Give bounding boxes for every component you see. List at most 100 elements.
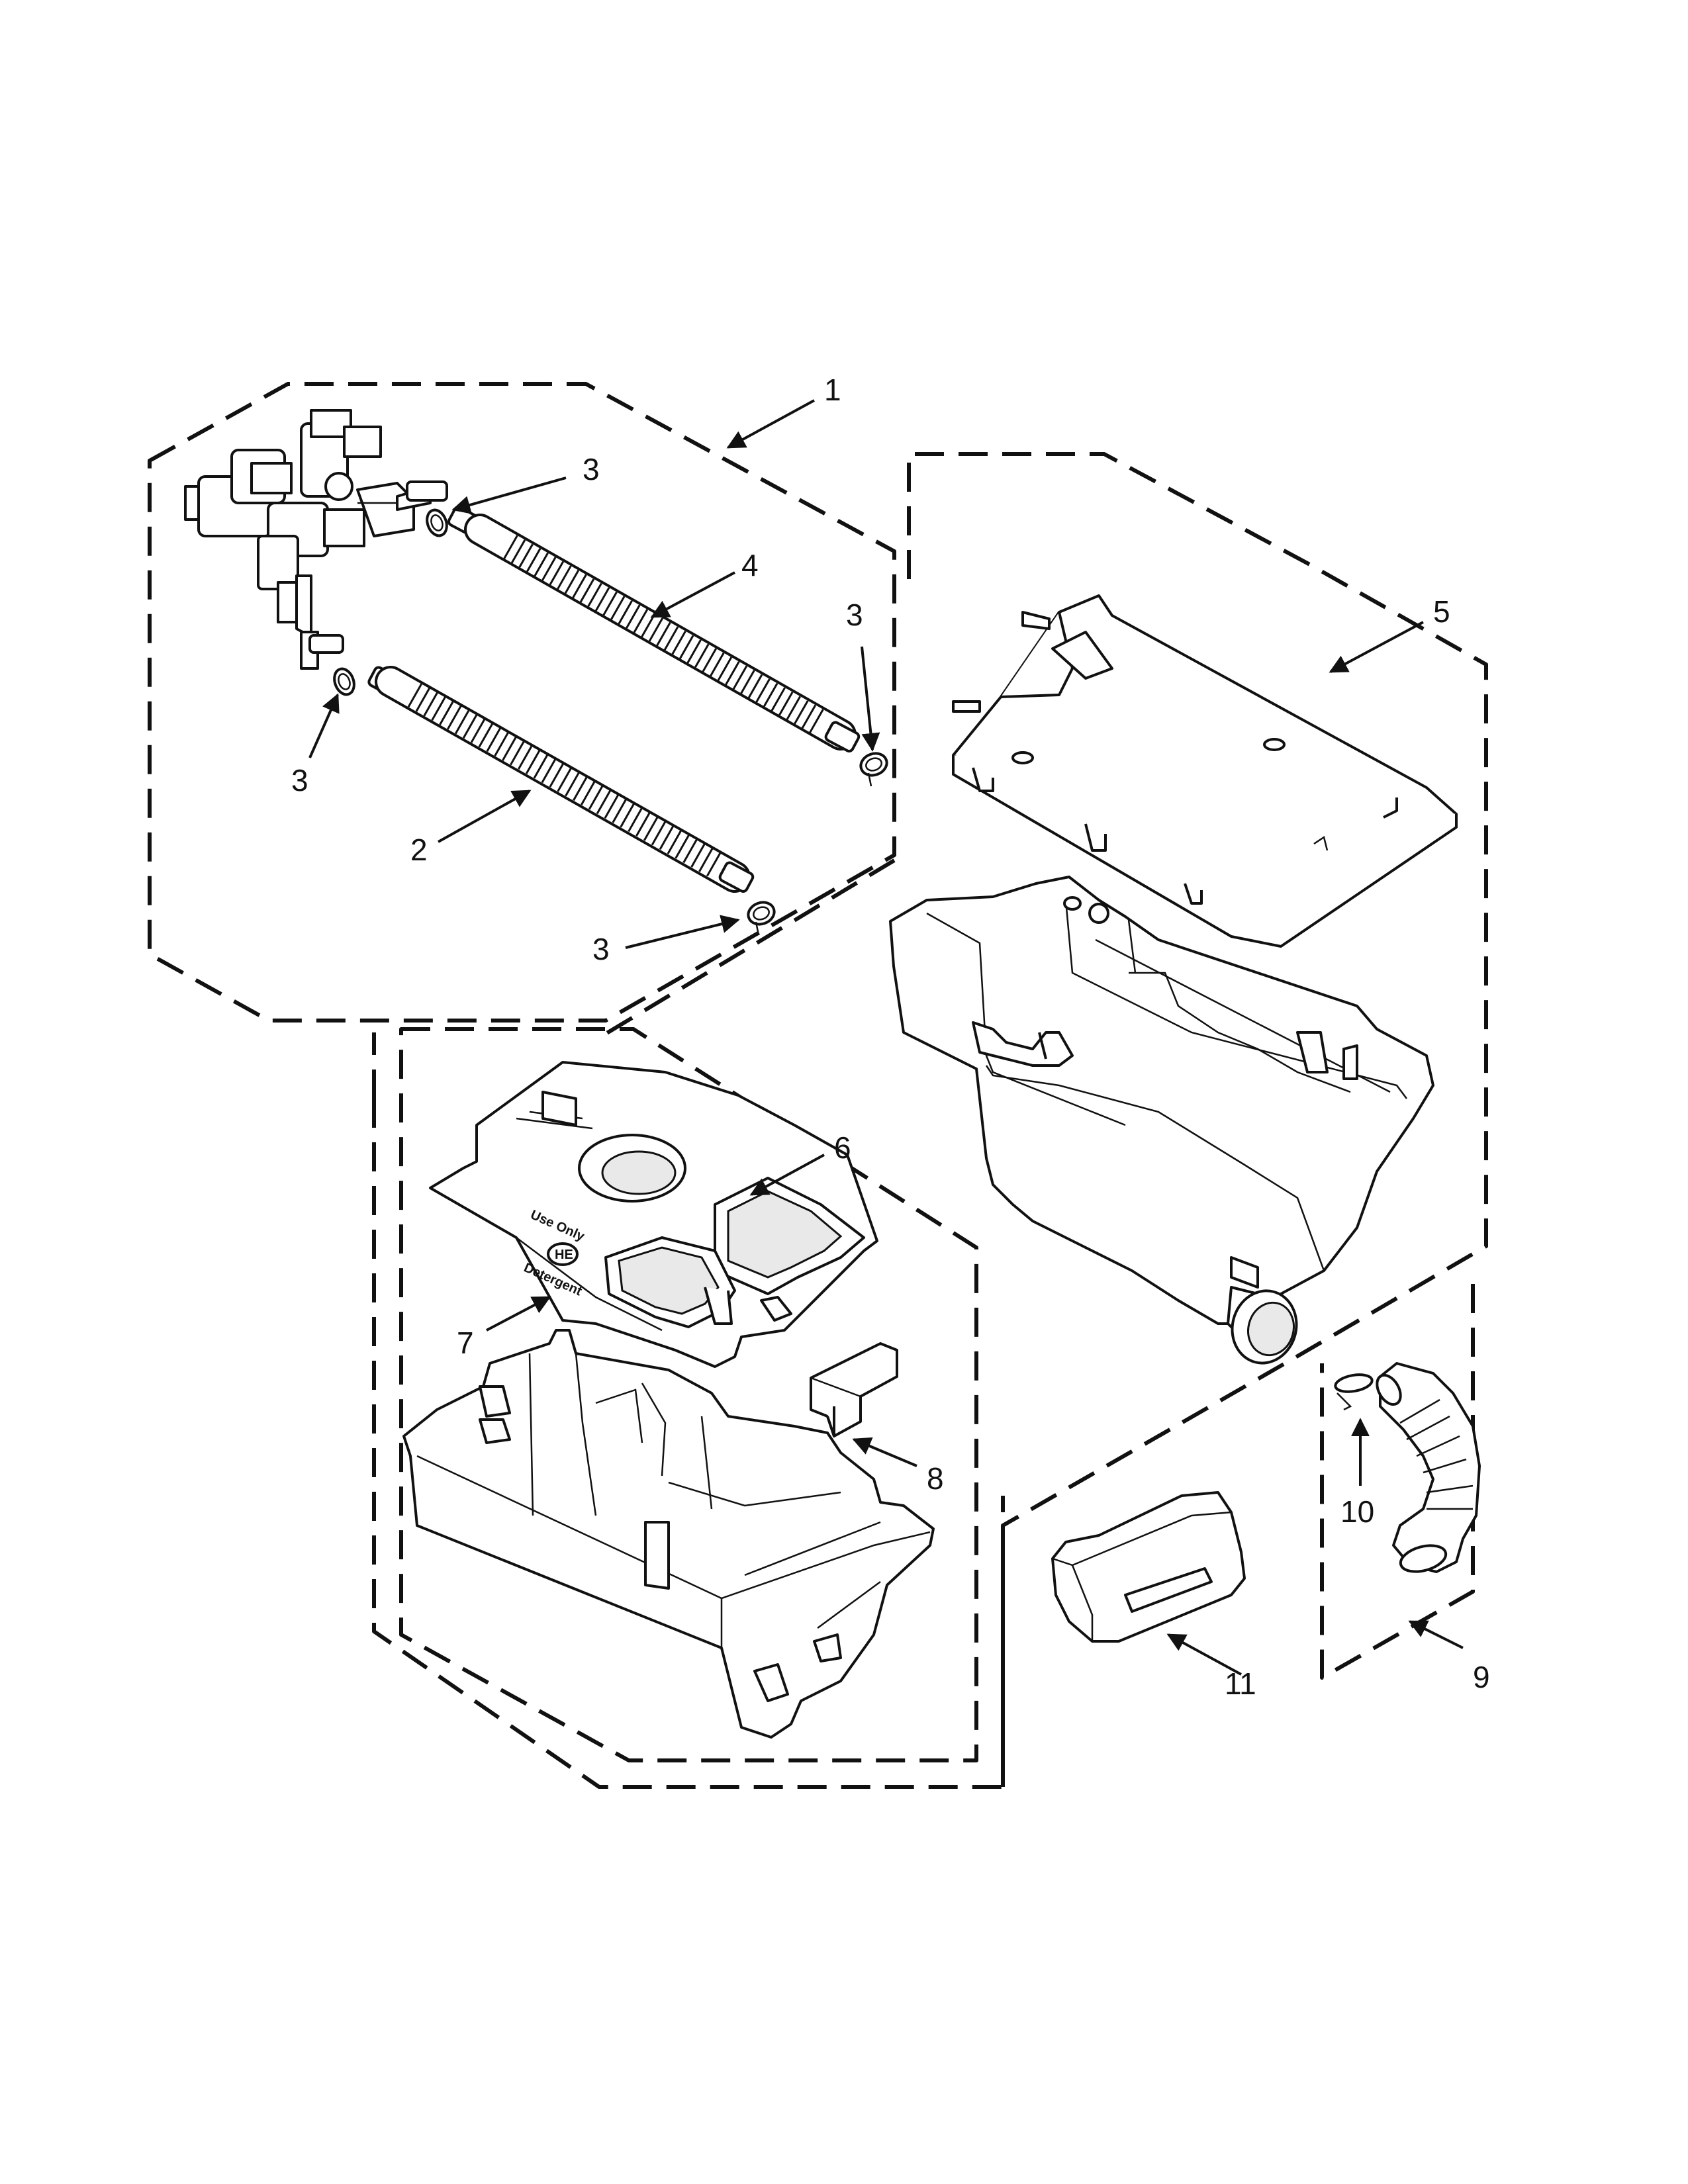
callout-10: 10 xyxy=(1340,1494,1374,1529)
hose-rib xyxy=(682,839,698,864)
hose-rib xyxy=(809,709,824,733)
hose-2-ribs xyxy=(407,683,722,877)
hose-rib xyxy=(675,835,690,859)
leader-3b xyxy=(861,646,880,752)
hose-rib xyxy=(626,604,641,629)
leader-3a xyxy=(451,477,567,514)
hose-rib xyxy=(694,643,710,668)
hose-rib xyxy=(602,591,618,616)
hose-rib xyxy=(478,723,493,748)
hose-rib xyxy=(510,539,526,564)
hose-rib xyxy=(659,825,675,850)
hose-rib xyxy=(596,790,612,815)
hose-rib xyxy=(755,678,771,703)
dispenser-cover xyxy=(952,594,1458,948)
hose-rib xyxy=(643,817,659,841)
leader-11 xyxy=(1166,1633,1242,1676)
hose-rib xyxy=(725,661,740,686)
leader-5 xyxy=(1329,621,1424,673)
hose-rib xyxy=(588,786,604,810)
callout-6: 6 xyxy=(834,1130,851,1165)
hose-rib xyxy=(525,750,541,774)
hose-rib xyxy=(572,574,587,598)
tray-he-text: HE xyxy=(555,1248,573,1262)
callout-8: 8 xyxy=(927,1461,944,1496)
hose-rib xyxy=(612,799,627,823)
hose-4 xyxy=(406,480,861,752)
hose-rib xyxy=(771,687,786,711)
hose-rib xyxy=(579,578,595,603)
hose-rib xyxy=(447,705,462,730)
hose-rib xyxy=(710,652,725,677)
callout-3b: 3 xyxy=(846,598,863,632)
hose-rib xyxy=(706,852,722,877)
hose-rib xyxy=(517,745,533,770)
leader-8 xyxy=(852,1437,917,1467)
hose-rib xyxy=(651,821,667,846)
drawer-bracket xyxy=(810,1342,898,1437)
callout-3d: 3 xyxy=(592,932,610,966)
hose-rib xyxy=(778,692,794,716)
hose-rib xyxy=(686,639,702,664)
hose-clamp-upper-left xyxy=(426,508,448,537)
hose-rib xyxy=(610,596,626,620)
hose-rib xyxy=(557,565,572,590)
drawer-insert: Use Only HE Detergent xyxy=(429,1061,878,1368)
drawer-handle xyxy=(1051,1491,1246,1643)
hose-rib xyxy=(510,741,525,766)
callout-11: 11 xyxy=(1225,1666,1256,1701)
hose-rib xyxy=(747,674,763,698)
hose-clamp-upper-right xyxy=(859,752,888,787)
hose-rib xyxy=(690,843,706,868)
hose-clamp-lower-right xyxy=(747,901,776,936)
hose-rib xyxy=(633,609,649,633)
hose-rib xyxy=(679,635,694,659)
hose-rib xyxy=(763,682,778,707)
callout-3a: 3 xyxy=(583,452,600,486)
hose-rib xyxy=(549,561,565,586)
hose-rib xyxy=(423,692,438,717)
callout-5: 5 xyxy=(1433,594,1450,629)
group-5-outline xyxy=(907,452,1488,1787)
hose-rib xyxy=(470,719,486,743)
hose-rib xyxy=(663,626,679,651)
callout-2: 2 xyxy=(410,833,428,867)
group-6-outline xyxy=(372,1027,1005,1789)
dispenser-drawer xyxy=(402,1329,935,1739)
hose-4-ribs xyxy=(503,535,824,733)
hose-rib xyxy=(618,600,633,625)
hose-clamp-lower-left xyxy=(333,667,355,696)
hose-rib xyxy=(526,548,541,572)
hose-rib xyxy=(431,696,446,721)
hose-rib xyxy=(541,557,557,581)
hose-rib xyxy=(732,665,748,690)
callout-9: 9 xyxy=(1473,1660,1490,1694)
callout-3c: 3 xyxy=(291,763,308,797)
hose-rib xyxy=(541,758,556,784)
hose-rib xyxy=(503,535,518,559)
hose-rib xyxy=(648,617,664,642)
hose-rib xyxy=(635,812,651,837)
hose-rib xyxy=(801,704,817,729)
hose-rib xyxy=(786,696,802,720)
leader-1 xyxy=(726,399,815,449)
hose-rib xyxy=(702,648,717,672)
vent-hose-clamp xyxy=(1334,1373,1374,1411)
inlet-valve xyxy=(184,409,432,670)
hose-rib xyxy=(698,848,714,872)
dispenser-housing xyxy=(889,876,1434,1365)
hose-rib xyxy=(533,754,549,779)
hose-rib xyxy=(502,737,517,761)
hose-rib xyxy=(564,570,580,594)
leader-3c xyxy=(308,693,340,758)
leader-6 xyxy=(749,1154,825,1196)
callout-1: 1 xyxy=(824,373,841,407)
hose-rib xyxy=(557,768,572,792)
hose-rib xyxy=(439,701,454,725)
hose-rib xyxy=(580,781,596,805)
hose-rib xyxy=(549,763,564,788)
callout-7: 7 xyxy=(457,1326,474,1360)
hose-rib xyxy=(462,714,478,739)
hose-rib xyxy=(587,582,602,607)
